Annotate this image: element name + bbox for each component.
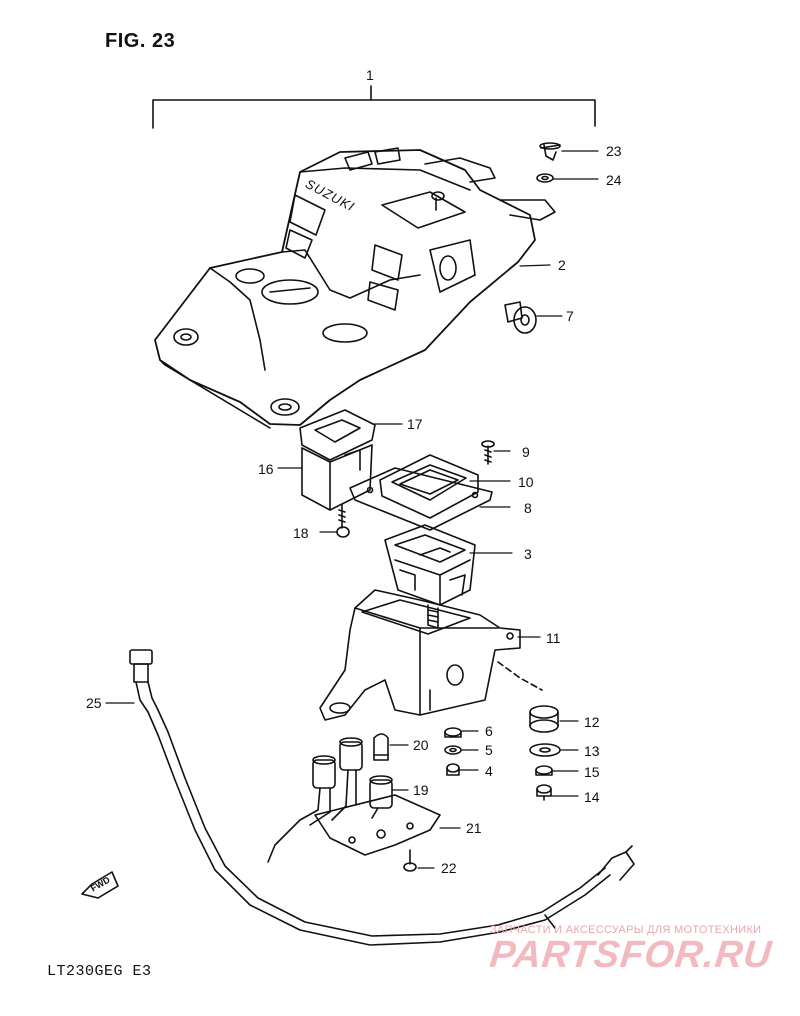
model-code: LT230GEG E3 (47, 963, 152, 980)
screw-9 (481, 440, 495, 465)
callout-12: 12 (584, 714, 600, 730)
bezel-10 (379, 454, 479, 519)
figure-title: FIG. 23 (105, 30, 176, 52)
callout-6: 6 (485, 723, 493, 739)
bolt-14 (536, 784, 552, 801)
callout-22: 22 (441, 860, 457, 876)
cushion-12 (529, 705, 559, 733)
nut-6 (444, 727, 462, 738)
callout-19: 19 (413, 782, 429, 798)
callout-23: 23 (606, 143, 622, 159)
callout-18: 18 (293, 525, 309, 541)
callout-8: 8 (524, 500, 532, 516)
assembly-bracket (152, 85, 596, 129)
callout-24: 24 (606, 172, 622, 188)
bracket-21 (314, 794, 441, 856)
washer-5 (444, 745, 462, 755)
grommet-7 (504, 301, 537, 334)
callout-2: 2 (558, 257, 566, 273)
sockets-19 (267, 737, 393, 863)
speedometer-cable-25 (129, 649, 635, 946)
callout-15: 15 (584, 764, 600, 780)
callout-25: 25 (86, 695, 102, 711)
callout-14: 14 (584, 789, 600, 805)
bolt-4 (446, 763, 460, 776)
callout-7: 7 (566, 308, 574, 324)
screw-18 (336, 504, 350, 538)
lower-housing-11 (319, 589, 521, 721)
watermark-subtitle: ЗАПЧАСТИ И АКСЕССУАРЫ ДЛЯ МОТОТЕХНИКИ (490, 924, 762, 936)
gasket-17 (299, 409, 376, 461)
callout-21: 21 (466, 820, 482, 836)
washer-13 (529, 743, 561, 757)
leader-lines (105, 150, 599, 869)
callout-4: 4 (485, 763, 493, 779)
callout-11: 11 (546, 630, 561, 646)
callout-3: 3 (524, 546, 532, 562)
bulb-20 (373, 733, 389, 761)
dashed-leader (497, 661, 543, 691)
watermark-logo: PARTSFOR.RU (487, 934, 775, 976)
meter-cover (154, 147, 556, 429)
speedometer-unit-3 (384, 524, 476, 629)
callout-5: 5 (485, 742, 493, 758)
washer-24 (536, 173, 554, 183)
fwd-arrow-icon (81, 871, 119, 899)
callout-9: 9 (522, 444, 530, 460)
callout-13: 13 (584, 743, 600, 759)
plate-8 (349, 467, 493, 531)
callout-17: 17 (407, 416, 423, 432)
screw-22 (403, 849, 417, 872)
callout-10: 10 (518, 474, 534, 490)
nut-15 (535, 765, 553, 776)
screw-23 (539, 142, 561, 161)
callout-20: 20 (413, 737, 429, 753)
indicator-housing-16 (301, 444, 373, 511)
callout-1: 1 (366, 67, 374, 83)
callout-16: 16 (258, 461, 274, 477)
